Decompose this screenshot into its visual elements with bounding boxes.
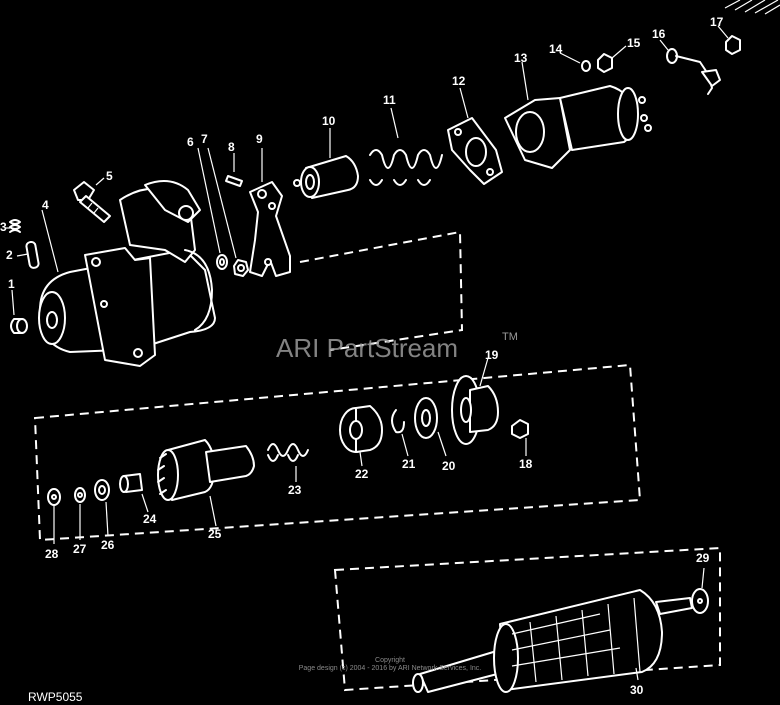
part-10-plunger[interactable] [293,128,359,199]
part-3-spring[interactable] [6,219,21,233]
callout-24[interactable]: 24 [143,512,157,526]
callout-4[interactable]: 4 [42,198,49,212]
callout-9[interactable]: 9 [256,132,263,146]
callout-18[interactable]: 18 [519,457,533,471]
part-19-end-plate[interactable] [451,357,499,445]
part-7-nut[interactable] [207,147,249,277]
callout-30[interactable]: 30 [630,683,644,697]
part-20-washer[interactable] [414,397,447,457]
part-17-nut[interactable] [717,25,741,55]
part-30-armature[interactable] [412,589,693,693]
callout-16[interactable]: 16 [652,27,666,41]
callout-8[interactable]: 8 [228,140,235,154]
callout-12[interactable]: 12 [452,74,466,88]
part-23-spring[interactable] [267,443,309,482]
callout-22[interactable]: 22 [355,467,369,481]
part-24-bushing[interactable] [119,473,149,513]
callout-21[interactable]: 21 [402,457,416,471]
copyright-line-2: Page design (c) 2004 - 2016 by ARI Netwo… [299,665,482,672]
reference-code: RWP5055 [28,690,83,704]
callout-7[interactable]: 7 [201,132,208,146]
callout-1[interactable]: 1 [8,277,15,291]
callout-17[interactable]: 17 [710,15,724,29]
part-14-washer[interactable] [559,52,591,72]
callout-19[interactable]: 19 [485,348,499,362]
callout-25[interactable]: 25 [208,527,222,541]
callout-3[interactable]: 3 [0,220,7,234]
part-16-connector-strap[interactable] [659,39,721,95]
part-18-nut[interactable] [511,419,529,456]
part-21-retaining-ring[interactable] [391,409,409,457]
corner-hatch [724,0,780,15]
part-8-pin[interactable] [225,153,243,187]
callout-29[interactable]: 29 [696,551,710,565]
part-2-pin[interactable] [16,240,40,269]
callout-13[interactable]: 13 [514,51,528,65]
callout-10[interactable]: 10 [322,114,336,128]
callout-11[interactable]: 11 [383,93,396,107]
callout-6[interactable]: 6 [187,135,194,149]
callout-28[interactable]: 28 [45,547,59,561]
callout-14[interactable]: 14 [549,42,563,56]
callout-labels: 1 2 3 4 5 6 7 8 9 10 11 12 13 14 15 16 1… [0,15,724,697]
pinion-assembly-dashed-box [33,363,642,542]
watermark-text: ARI PartStream [276,333,458,363]
part-15-nut[interactable] [597,45,627,73]
callout-5[interactable]: 5 [106,169,113,183]
part-5-bolt[interactable] [73,177,111,223]
part-11-spring[interactable] [369,107,443,186]
part-22-collar[interactable] [339,405,383,467]
callout-20[interactable]: 20 [442,459,456,473]
callout-23[interactable]: 23 [288,483,302,497]
upper-assembly-dashed-line [299,230,464,351]
part-27-washer[interactable] [74,487,86,540]
drive-housing[interactable] [38,180,216,367]
armature-dashed-box [333,546,721,692]
part-9-shift-lever[interactable] [249,148,291,277]
part-6-washer[interactable] [197,147,228,270]
callout-2[interactable]: 2 [6,248,13,262]
part-26-bushing[interactable] [94,479,110,537]
callout-26[interactable]: 26 [101,538,115,552]
part-1-bushing[interactable] [10,289,28,334]
callout-27[interactable]: 27 [73,542,87,556]
part-13-solenoid[interactable] [504,61,652,169]
part-25-pinion-drive[interactable] [157,439,255,527]
part-12-gasket[interactable] [447,87,503,185]
part-28-washer[interactable] [47,488,61,544]
watermark-trademark: TM [502,331,518,343]
part-29-washer[interactable] [691,567,709,614]
copyright-line-1: Copyright [375,657,405,664]
callout-15[interactable]: 15 [627,36,641,50]
